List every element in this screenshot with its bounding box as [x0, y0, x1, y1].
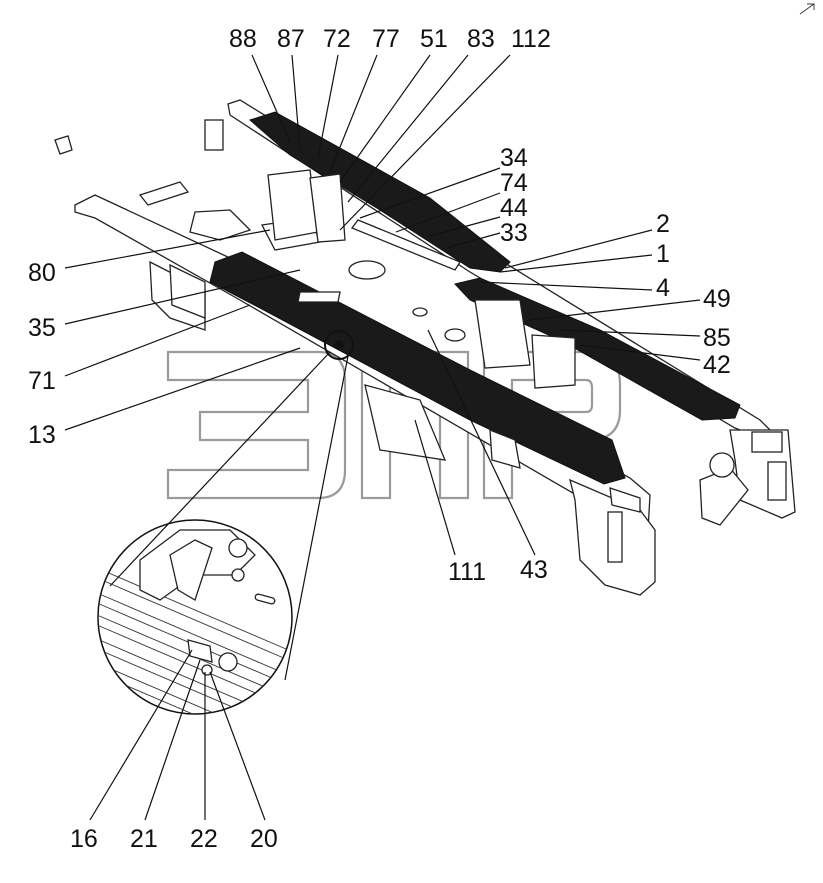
callout-2: 2: [656, 210, 670, 238]
callout-71: 71: [28, 367, 56, 395]
callout-83: 83: [467, 25, 495, 53]
callout-42: 42: [703, 351, 731, 379]
callout-87: 87: [277, 25, 305, 53]
callout-16: 16: [70, 825, 98, 853]
detail-magnifier: [97, 351, 349, 715]
callout-20: 20: [250, 825, 278, 853]
frame-illustration: [54, 99, 796, 596]
callout-111: 111: [448, 558, 486, 586]
callout-13: 13: [28, 421, 56, 449]
callout-34: 34: [500, 144, 528, 172]
callout-72: 72: [323, 25, 351, 53]
callout-1: 1: [656, 240, 670, 268]
callout-22: 22: [190, 825, 218, 853]
callout-49: 49: [703, 285, 731, 313]
callout-74: 74: [500, 169, 528, 197]
callout-35: 35: [28, 314, 56, 342]
callout-44: 44: [500, 194, 528, 222]
callout-33: 33: [500, 219, 528, 247]
callout-51: 51: [420, 25, 448, 53]
callout-43: 43: [520, 556, 548, 584]
callout-112: 112: [511, 25, 551, 53]
leader-lines: [64, 54, 701, 821]
callout-85: 85: [703, 324, 731, 352]
callout-80: 80: [28, 259, 56, 287]
callout-88: 88: [229, 25, 257, 53]
callout-labels: 88 87 72 77 51 83 112 34 74 44 33 2 1 4 …: [28, 25, 731, 853]
callout-4: 4: [656, 274, 670, 302]
callout-21: 21: [130, 825, 158, 853]
expand-arrow-icon[interactable]: [799, 3, 815, 15]
callout-77: 77: [372, 25, 400, 53]
